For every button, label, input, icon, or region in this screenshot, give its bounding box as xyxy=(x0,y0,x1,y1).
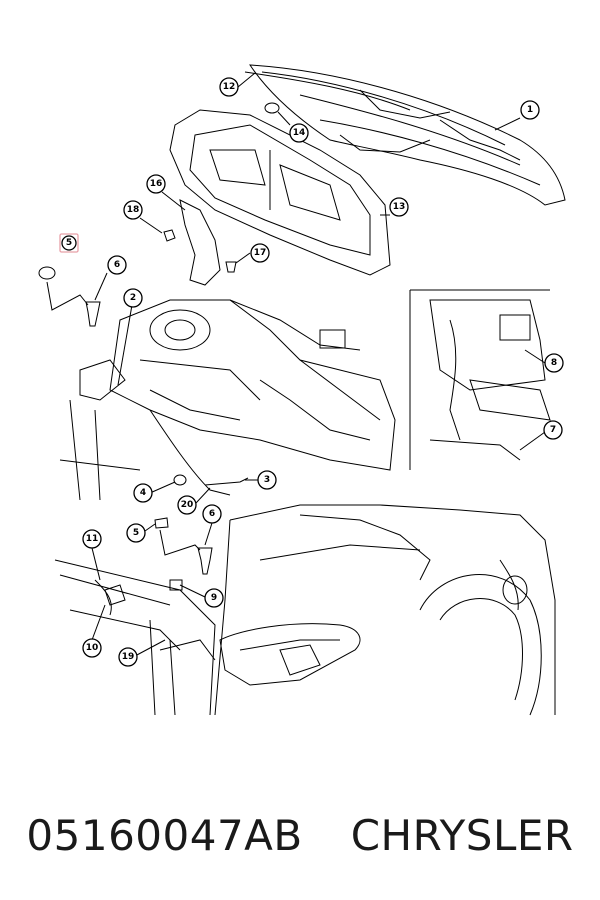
grommet-part-5-lower xyxy=(154,517,169,529)
callout-leaders xyxy=(91,72,546,657)
line-art xyxy=(38,64,566,716)
svg-text:1: 1 xyxy=(527,105,533,115)
inset-detail-view xyxy=(409,289,551,470)
fender-assembly xyxy=(214,504,556,716)
svg-text:5: 5 xyxy=(66,238,72,248)
svg-text:11: 11 xyxy=(86,534,99,544)
headlamp xyxy=(219,623,361,686)
svg-text:5: 5 xyxy=(133,528,139,538)
hood-silencer xyxy=(169,109,391,276)
front-support xyxy=(54,559,216,716)
callout-12: 12 xyxy=(219,77,239,97)
callout-7: 7 xyxy=(543,420,563,440)
callout-11: 11 xyxy=(82,529,102,549)
svg-text:6: 6 xyxy=(209,509,215,519)
callout-17: 17 xyxy=(250,243,270,263)
svg-text:18: 18 xyxy=(127,205,140,215)
svg-text:2: 2 xyxy=(130,293,136,303)
callout-16: 16 xyxy=(146,174,166,194)
hood-latch-rod xyxy=(204,477,249,486)
engine-compartment xyxy=(59,299,396,501)
svg-text:3: 3 xyxy=(264,475,270,485)
callout-13: 13 xyxy=(389,197,409,217)
callout-10: 10 xyxy=(82,638,102,658)
callout-5-lower: 5 xyxy=(126,523,146,543)
callout-6-lower: 6 xyxy=(202,504,222,524)
callout-8: 8 xyxy=(544,353,564,373)
bolt-part-17 xyxy=(225,261,237,273)
svg-text:20: 20 xyxy=(181,500,194,510)
callout-6-top: 6 xyxy=(107,255,127,275)
svg-text:13: 13 xyxy=(393,202,406,212)
part-caption: 05160047AB CHRYSLER xyxy=(0,790,600,880)
stud-part-6-lower xyxy=(197,547,213,575)
part-number: 05160047AB xyxy=(26,810,303,860)
nut-part-18 xyxy=(163,229,176,242)
leader-5-6-lower xyxy=(159,529,201,556)
svg-text:10: 10 xyxy=(86,643,99,653)
callout-5-highlighted: 5 xyxy=(59,233,79,253)
hood-release-cable xyxy=(149,409,231,496)
svg-text:6: 6 xyxy=(114,260,120,270)
leader-5-6-top xyxy=(46,281,89,311)
callout-1: 1 xyxy=(520,100,540,120)
callout-20: 20 xyxy=(177,495,197,515)
svg-text:16: 16 xyxy=(150,179,163,189)
callout-18: 18 xyxy=(123,200,143,220)
svg-text:17: 17 xyxy=(254,248,267,258)
brand-name: CHRYSLER xyxy=(350,810,574,860)
callout-3: 3 xyxy=(257,470,277,490)
hood-panel xyxy=(249,64,566,206)
callout-2: 2 xyxy=(123,288,143,308)
grommet-part-5-top xyxy=(38,266,56,280)
svg-text:4: 4 xyxy=(140,488,146,498)
stud-part-6-top xyxy=(85,301,101,327)
clip-part-14 xyxy=(264,102,280,114)
hood-hinge xyxy=(179,199,221,286)
callout-14: 14 xyxy=(289,123,309,143)
hood-seal xyxy=(244,71,411,111)
callout-4: 4 xyxy=(133,483,153,503)
grommet-part-4 xyxy=(173,474,187,486)
svg-text:9: 9 xyxy=(211,593,217,603)
callout-19: 19 xyxy=(118,647,138,667)
svg-text:7: 7 xyxy=(550,425,556,435)
exploded-parts-diagram: 1 12 14 16 13 18 5 6 17 2 8 7 4 20 3 5 6… xyxy=(38,64,566,716)
svg-text:12: 12 xyxy=(223,82,236,92)
svg-text:14: 14 xyxy=(293,128,306,138)
svg-text:8: 8 xyxy=(551,358,557,368)
svg-text:19: 19 xyxy=(122,652,135,662)
callout-9: 9 xyxy=(204,588,224,608)
